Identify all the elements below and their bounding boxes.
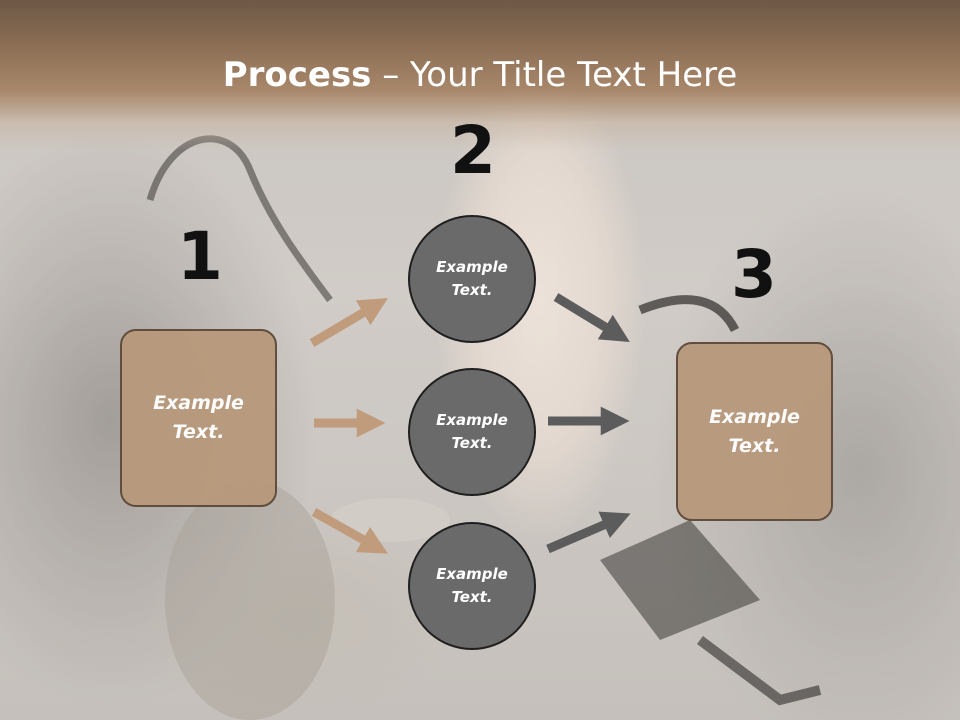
step-2-circle-middle[interactable]: Example Text. bbox=[408, 368, 536, 496]
title-bold: Process bbox=[222, 55, 372, 95]
circle-middle-label: Example Text. bbox=[436, 411, 508, 452]
step-2-circle-bottom[interactable]: Example Text. bbox=[408, 522, 536, 650]
arrow-circle3-to-box3 bbox=[546, 511, 631, 554]
step-1-box-label: Example Text. bbox=[153, 392, 244, 443]
arrow-box1-to-circle1 bbox=[309, 298, 388, 347]
step-3-box[interactable]: Example Text. bbox=[676, 342, 833, 521]
step-2-circle-top[interactable]: Example Text. bbox=[408, 215, 536, 343]
step-number-2: 2 bbox=[450, 112, 496, 189]
step-number-1: 1 bbox=[177, 218, 223, 295]
arrow-circle1-to-box3 bbox=[553, 293, 630, 342]
title-rest: – Your Title Text Here bbox=[371, 55, 738, 95]
step-1-box[interactable]: Example Text. bbox=[120, 329, 277, 507]
step-3-box-label: Example Text. bbox=[709, 405, 800, 457]
title-bar bbox=[0, 0, 960, 150]
arrow-box1-to-circle3 bbox=[311, 508, 389, 554]
circle-top-label: Example Text. bbox=[436, 258, 508, 299]
step-number-3: 3 bbox=[731, 236, 777, 313]
slide-title: Process – Your Title Text Here bbox=[0, 52, 960, 98]
circle-bottom-label: Example Text. bbox=[436, 565, 508, 606]
